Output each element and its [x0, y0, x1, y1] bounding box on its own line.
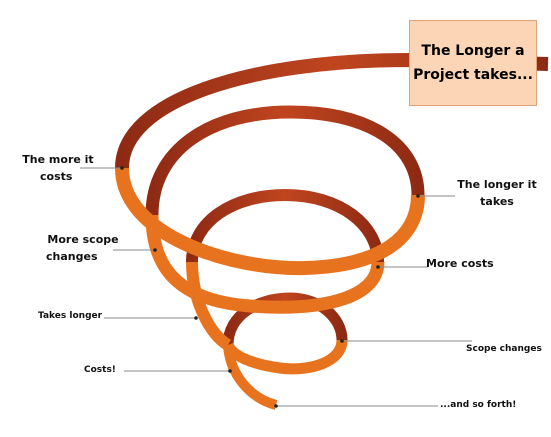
label-more-scope-line2: changes — [46, 249, 98, 263]
spiral-ring1-front — [115, 167, 425, 276]
label-more-it-costs-line2: costs — [40, 169, 73, 183]
spiral-ring3-front-b — [222, 339, 348, 375]
label-scope-changes-text: Scope changes — [466, 344, 542, 354]
spiral-ring3-front — [186, 261, 232, 351]
spiral-ring2-front — [145, 214, 385, 314]
dot-ring3-left — [194, 316, 198, 320]
spiral-tail — [223, 344, 278, 410]
spiral-ring3-back — [186, 188, 384, 263]
dot-tail — [274, 404, 278, 408]
dot-ring2-left — [153, 248, 157, 252]
connection-dots — [120, 166, 420, 408]
dot-ring1-left — [120, 166, 124, 170]
dot-ring4-right — [340, 339, 344, 343]
label-more-costs-text: More costs — [426, 257, 494, 270]
label-and-so-forth: ...and so forth! — [440, 400, 530, 411]
spiral-ring1-back — [115, 52, 549, 169]
dot-ring1-right — [416, 194, 420, 198]
spiral-ring4-back — [222, 292, 348, 346]
spiral-back-segments — [115, 52, 549, 346]
label-longer-it-takes-line2: takes — [480, 194, 514, 208]
label-more-costs: More costs — [426, 256, 502, 273]
label-scope-changes: Scope changes — [466, 344, 546, 355]
label-and-so-forth-text: ...and so forth! — [440, 400, 517, 410]
label-more-it-costs-line1: The more it — [22, 153, 94, 166]
label-longer-it-takes: The longer it takes — [452, 177, 542, 210]
label-more-scope-changes: More scope changes — [40, 232, 126, 265]
label-takes-longer: Takes longer — [38, 311, 108, 322]
spiral-front-segments — [115, 167, 425, 410]
title-line-2: Project takes... — [413, 67, 533, 83]
dot-ring4-left — [228, 369, 232, 373]
leader-lines — [80, 167, 472, 407]
dot-ring2-right — [376, 265, 380, 269]
label-costs-text: Costs! — [84, 365, 116, 375]
label-more-scope-line1: More scope — [47, 233, 119, 246]
title-box: The Longer a Project takes... — [409, 20, 537, 106]
spiral-ring2-back — [145, 105, 425, 216]
label-more-it-costs: The more it costs — [18, 152, 98, 185]
label-costs: Costs! — [84, 365, 124, 376]
label-longer-it-takes-line1: The longer it — [457, 178, 537, 191]
label-takes-longer-text: Takes longer — [38, 311, 103, 321]
title-line-1: The Longer a — [421, 42, 525, 59]
